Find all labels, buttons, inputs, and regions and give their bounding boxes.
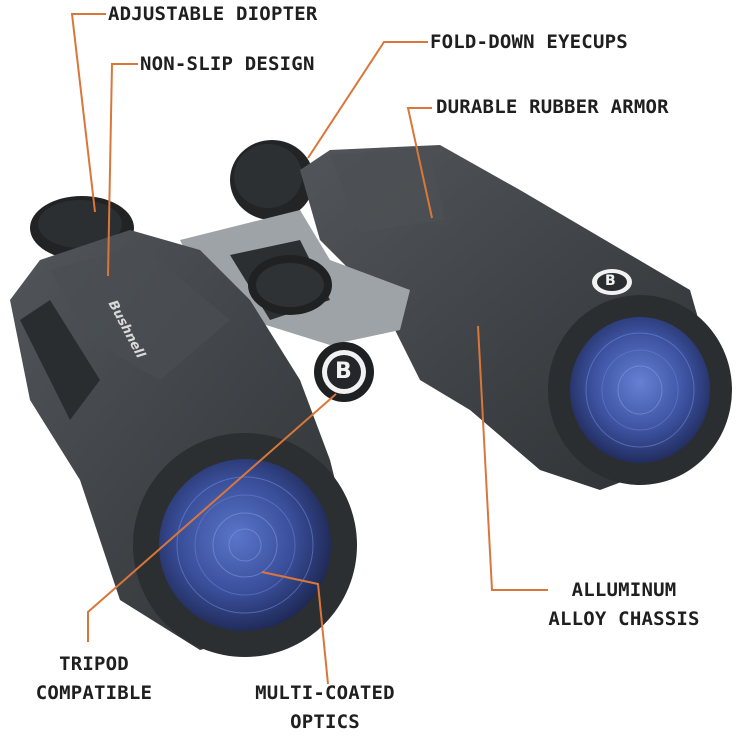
leader-aluminum-chassis xyxy=(477,325,548,591)
callout-tripod-compatible: TRIPOD COMPATIBLE xyxy=(14,650,174,708)
callout-aluminum-alloy-chassis: ALLUMINUM ALLOY CHASSIS xyxy=(524,576,724,634)
callout-durable-rubber-armor: DURABLE RUBBER ARMOR xyxy=(436,96,669,118)
callout-adjustable-diopter: ADJUSTABLE DIOPTER xyxy=(108,3,318,25)
callout-non-slip-design: NON-SLIP DESIGN xyxy=(140,53,315,75)
center-bridge xyxy=(180,210,410,345)
callout-tripod-line2: COMPATIBLE xyxy=(35,682,153,704)
leader-tripod-compatible xyxy=(87,393,337,642)
knob-emblem-letter: B xyxy=(335,359,352,384)
right-brand-emblem xyxy=(592,269,632,295)
focus-knob-emblem xyxy=(314,342,374,402)
callout-optics-line1: MULTI-COATED xyxy=(255,682,395,704)
callout-tripod-line1: TRIPOD xyxy=(59,653,129,675)
callout-multi-coated-optics: MULTI-COATED OPTICS xyxy=(230,679,420,736)
right-eyecup xyxy=(230,140,314,220)
callout-aluminum-line1: ALLUMINUM xyxy=(571,579,677,601)
leader-multi-coated-optics xyxy=(261,571,329,685)
callout-fold-down-eyecups: FOLD-DOWN EYECUPS xyxy=(430,31,628,53)
leader-lines xyxy=(70,13,548,685)
leader-fold-down-eyecups xyxy=(307,41,428,159)
callout-optics-line2: OPTICS xyxy=(290,711,360,733)
left-objective-lens xyxy=(133,433,357,657)
leader-durable-rubber-armor xyxy=(406,107,433,219)
right-objective-lens xyxy=(548,295,732,485)
leader-non-slip-design xyxy=(107,63,138,277)
callout-aluminum-line2: ALLOY CHASSIS xyxy=(548,608,700,630)
right-emblem-letter: B xyxy=(605,273,616,289)
leader-adjustable-diopter xyxy=(70,13,106,213)
